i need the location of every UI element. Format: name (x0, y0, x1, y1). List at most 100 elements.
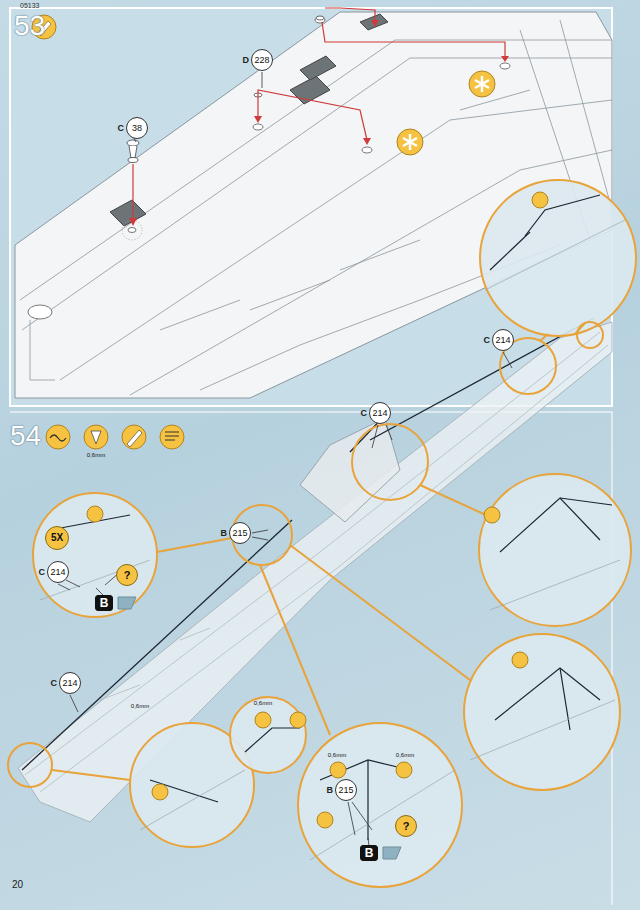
part-callout: D228 (243, 49, 274, 71)
drawing-part (157, 538, 232, 552)
drawing-part (485, 220, 625, 290)
callout-number: 214 (369, 402, 391, 424)
drawing-part (490, 232, 530, 270)
part-callout: C214 (484, 329, 515, 351)
drawing-part (383, 847, 401, 859)
sprue-letter: C (484, 336, 491, 345)
drawing-part (129, 218, 137, 226)
drawing-part (532, 192, 548, 208)
callout-number: 38 (126, 117, 148, 139)
drawing-part (500, 63, 510, 69)
drawing-part (33, 493, 157, 617)
drawing-part (495, 668, 600, 720)
drawing-part (127, 140, 139, 146)
drawing-part (50, 435, 66, 441)
symbol-circle: ? (116, 564, 138, 586)
drawing-part (475, 76, 489, 92)
drawing-part (28, 305, 52, 319)
drawing-part (300, 56, 336, 80)
drawing-part (371, 20, 379, 27)
drawing-part (316, 16, 324, 20)
drawing-part (470, 700, 615, 760)
drawing-part (91, 431, 101, 444)
part-callout: C214 (39, 561, 70, 583)
drawing-part (479, 474, 631, 626)
assembly-arrows (133, 8, 505, 220)
sprue-letter: D (243, 56, 250, 65)
drawing-part (252, 530, 268, 540)
callout-number: 214 (492, 329, 514, 351)
drawing-part (325, 8, 375, 22)
callout-number: 215 (335, 779, 357, 801)
drawing-part (58, 584, 70, 590)
sprue-letter: C (39, 568, 46, 577)
flag-symbol (118, 597, 401, 859)
drawing-part (490, 560, 620, 610)
drawing-part (317, 812, 333, 828)
drawing-part (290, 712, 306, 728)
detail-wires (50, 195, 612, 840)
drawing-part (322, 22, 505, 58)
detail-icons (87, 192, 548, 828)
part-callout: C214 (361, 402, 392, 424)
drawing-part (245, 728, 300, 752)
drawing-part (160, 425, 184, 449)
drawing-part (262, 72, 263, 88)
detail-callouts (8, 180, 636, 887)
kit-number: 05133 (20, 2, 39, 9)
hatch-panels (110, 14, 388, 226)
color-badge: B (360, 845, 378, 861)
drawing-part (348, 802, 372, 835)
drawing-part (372, 425, 378, 448)
drawing-part (363, 138, 371, 145)
drawing-part (367, 760, 368, 840)
mount-holes (28, 17, 510, 319)
drawing-part (87, 506, 103, 522)
part-callout: C38 (118, 117, 149, 139)
drawing-part (540, 334, 548, 341)
drawing-part (230, 697, 306, 773)
dimension-label: 0,6mm (396, 752, 414, 758)
dimension-label: 0,6mm (328, 752, 346, 758)
color-badge: B (95, 595, 113, 611)
arrow-heads (129, 20, 509, 226)
part-callout: B (95, 595, 113, 611)
drawing-part (255, 712, 271, 728)
drawing-part (298, 723, 462, 887)
drawing-part (362, 147, 372, 153)
drawing-part (250, 280, 330, 310)
drawing-part (500, 498, 600, 552)
callout-number: 214 (59, 672, 81, 694)
leader-line (58, 72, 512, 846)
drawing-part (8, 743, 52, 787)
symbol-circle: ? (395, 815, 417, 837)
drawing-part (254, 116, 262, 123)
part-callout: B (360, 845, 378, 861)
part-callout: 5X (45, 526, 69, 550)
drawing-part (360, 14, 388, 30)
drawing-part (512, 652, 528, 668)
drawing-part (128, 158, 138, 163)
drawing-part (310, 770, 455, 860)
drawing-part (501, 56, 509, 62)
drawing-part (140, 770, 245, 830)
sprue-letter: C (51, 679, 58, 688)
drawing-part (290, 545, 470, 680)
drawing-part (66, 580, 80, 587)
drawing-part (330, 762, 346, 778)
dimension-label: 0,6mm (87, 452, 105, 458)
drawing-part (70, 695, 78, 712)
glue-symbol (397, 71, 495, 155)
drawing-part (180, 628, 210, 640)
part-callout: ? (116, 564, 138, 586)
drawing-part (464, 634, 620, 790)
drawing-part (253, 124, 263, 130)
drawing-part (386, 425, 392, 440)
drawing-part (128, 228, 136, 233)
drawing-part (315, 17, 325, 23)
drawing-part (160, 300, 240, 330)
part-callout: B215 (327, 779, 358, 801)
drawing-part (258, 90, 367, 140)
drawing-part (52, 770, 130, 780)
callout-number: 228 (251, 49, 273, 71)
